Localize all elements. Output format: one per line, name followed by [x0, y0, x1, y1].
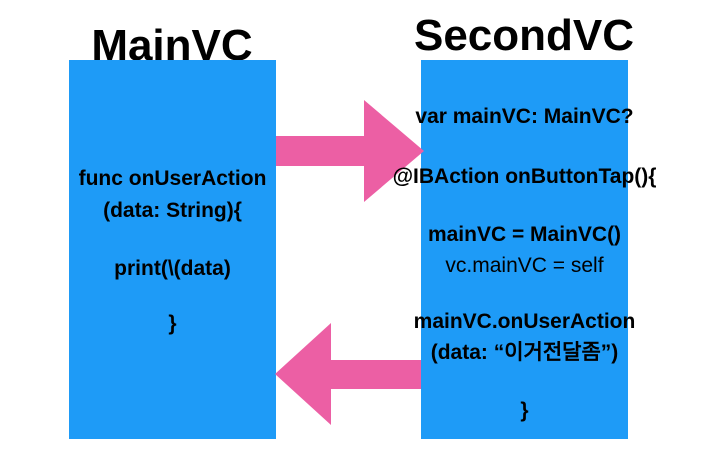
second-code-line: @IBAction onButtonTap(){ [392, 165, 657, 188]
second-vc-title: SecondVC [413, 11, 635, 60]
left-arrow [275, 323, 421, 425]
second-code-line: mainVC = MainVC() [427, 223, 622, 246]
second-code-line: var mainVC: MainVC? [415, 105, 634, 128]
second-code-line: mainVC.onUserAction [413, 310, 636, 333]
second-code-line: } [520, 399, 529, 422]
main-code-line: (data: String){ [103, 199, 242, 222]
second-code-line: vc.mainVC = self [445, 254, 604, 277]
main-code-line: func onUserAction [78, 167, 267, 190]
main-code-line: print(\(data) [114, 257, 231, 280]
second-vc-box [421, 60, 628, 439]
main-code-line: } [168, 312, 177, 335]
second-code-line: (data: “이거전달좀”) [430, 341, 619, 364]
main-vc-box [69, 60, 276, 439]
